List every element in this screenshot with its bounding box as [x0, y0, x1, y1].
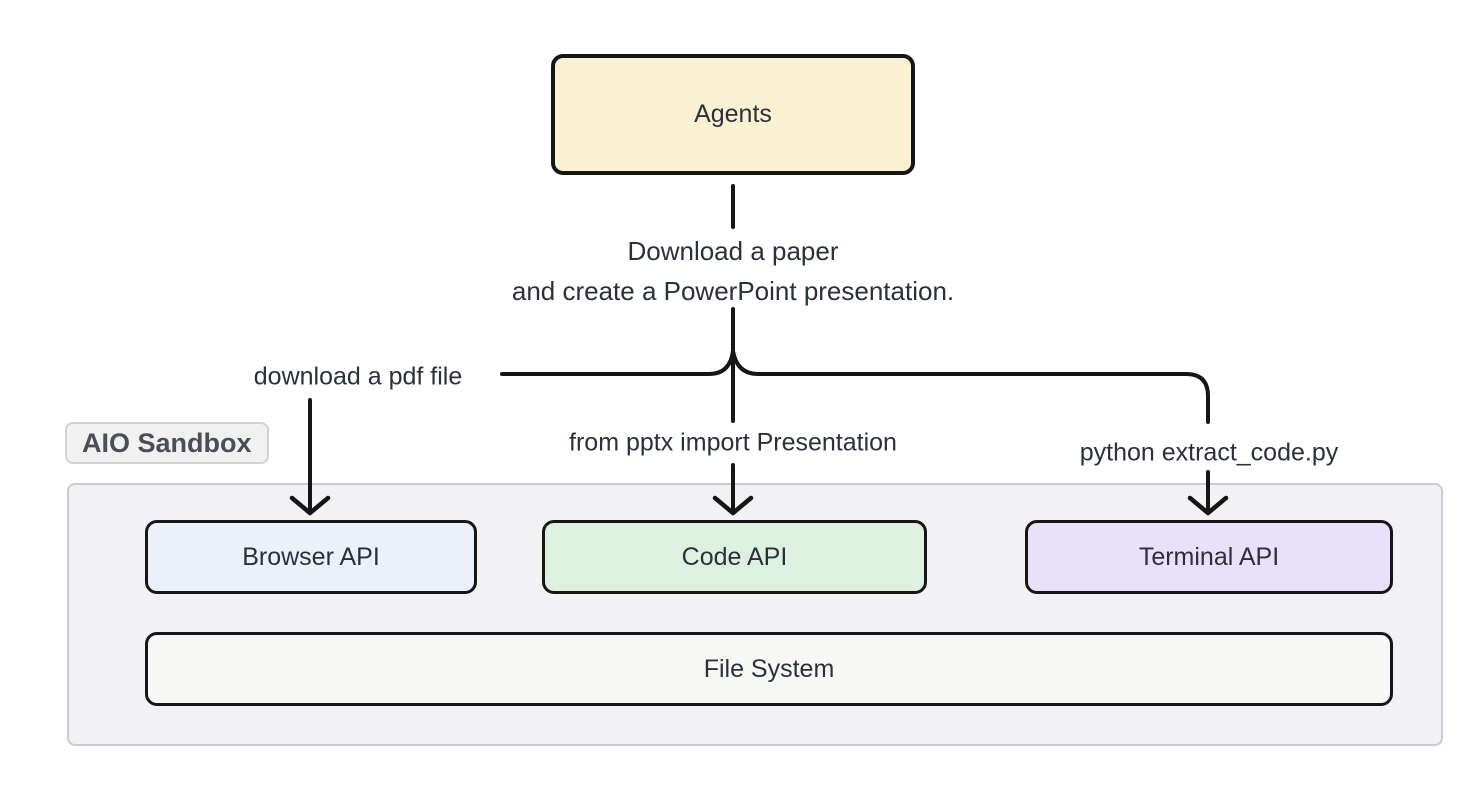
node-browser-api: Browser API — [145, 520, 477, 594]
task-label-line1: Download a paper — [627, 236, 839, 266]
node-terminal-api-label: Terminal API — [1138, 542, 1280, 571]
task-label: Download a paper and create a PowerPoint… — [512, 231, 954, 311]
aio-sandbox-label: AIO Sandbox — [82, 427, 252, 458]
task-label-line2: and create a PowerPoint presentation. — [511, 276, 955, 306]
edge-label-code: from pptx import Presentation — [569, 428, 897, 457]
node-code-api-label: Code API — [681, 542, 788, 571]
edge-branch-right — [731, 349, 1210, 424]
edge-label-terminal: python extract_code.py — [1079, 438, 1339, 467]
edge-branch-left — [500, 349, 735, 376]
node-browser-api-label: Browser API — [242, 542, 380, 571]
node-terminal-api: Terminal API — [1025, 520, 1393, 594]
node-agents: Agents — [551, 54, 915, 175]
node-code-api: Code API — [542, 520, 927, 594]
aio-sandbox-badge: AIO Sandbox — [65, 422, 269, 464]
node-agents-label: Agents — [694, 100, 772, 128]
node-file-system-label: File System — [703, 654, 835, 683]
node-file-system: File System — [145, 632, 1393, 706]
edge-label-browser: download a pdf file — [253, 362, 463, 391]
